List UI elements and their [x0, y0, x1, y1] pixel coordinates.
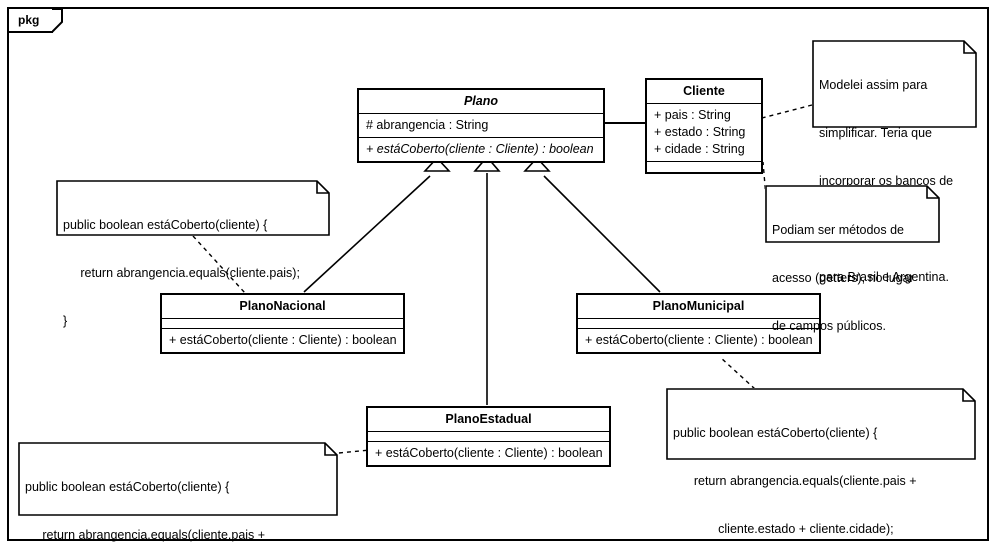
note-getters-text: Podiam ser métodos de acesso (getters), … — [765, 185, 940, 371]
note-nacional-code-text: public boolean estáCoberto(cliente) { re… — [56, 180, 330, 366]
operation: + estáCoberto(cliente : Cliente) : boole… — [375, 446, 603, 460]
class-plano-municipal[interactable]: PlanoMunicipal + estáCoberto(cliente : C… — [576, 293, 821, 354]
note-outline — [666, 388, 976, 460]
note-outline — [18, 442, 338, 516]
operation: + estáCoberto(cliente : Cliente) : boole… — [366, 142, 594, 156]
operation: + estáCoberto(cliente : Cliente) : boole… — [169, 333, 397, 347]
note-line: incorporar os bancos de — [819, 174, 954, 188]
attribute: + pais : String — [654, 108, 731, 122]
note-line: return abrangencia.equals(cliente.pais + — [25, 528, 266, 542]
package-label: pkg — [18, 13, 40, 27]
note-line: simplificar. Teria que — [819, 126, 933, 140]
note-line: para Brasil e Argentina. — [819, 270, 949, 284]
note-line: return abrangencia.equals(cliente.pais); — [63, 266, 300, 280]
note-outline — [56, 180, 330, 236]
note-outline — [765, 185, 940, 243]
note-estadual-code[interactable]: public boolean estáCoberto(cliente) { re… — [18, 442, 338, 542]
attribute: + estado : String — [654, 125, 746, 139]
note-line: return abrangencia.equals(cliente.pais + — [673, 474, 917, 488]
class-plano-estadual-operations: + estáCoberto(cliente : Cliente) : boole… — [368, 442, 609, 465]
note-line: Podiam ser métodos de — [772, 223, 905, 237]
note-municipal-code-text: public boolean estáCoberto(cliente) { re… — [666, 388, 976, 555]
class-plano-municipal-attributes — [578, 319, 819, 329]
package-tab-body — [9, 9, 53, 33]
note-line: Modelei assim para — [819, 78, 928, 92]
note-estadual-code-text: public boolean estáCoberto(cliente) { re… — [18, 442, 338, 555]
class-plano[interactable]: Plano # abrangencia : String + estáCober… — [357, 88, 605, 163]
package-tab-corner — [52, 9, 63, 33]
class-plano-estadual-name: PlanoEstadual — [368, 408, 609, 432]
class-plano-municipal-operations: + estáCoberto(cliente : Cliente) : boole… — [578, 329, 819, 352]
class-cliente-attributes: + pais : String + estado : String + cida… — [647, 104, 761, 162]
class-cliente[interactable]: Cliente + pais : String + estado : Strin… — [645, 78, 763, 174]
attribute: # abrangencia : String — [366, 118, 489, 132]
package-frame-tab: pkg — [7, 7, 63, 33]
note-line: } — [63, 314, 68, 328]
class-plano-nacional[interactable]: PlanoNacional + estáCoberto(cliente : Cl… — [160, 293, 405, 354]
class-plano-estadual-attributes — [368, 432, 609, 442]
class-plano-name: Plano — [359, 90, 603, 114]
class-plano-attributes: # abrangencia : String — [359, 114, 603, 138]
attribute: + cidade : String — [654, 142, 745, 156]
class-plano-estadual[interactable]: PlanoEstadual + estáCoberto(cliente : Cl… — [366, 406, 611, 467]
note-line: public boolean estáCoberto(cliente) { — [25, 480, 230, 494]
note-line: public boolean estáCoberto(cliente) { — [673, 426, 878, 440]
class-plano-nacional-attributes — [162, 319, 403, 329]
class-cliente-name: Cliente — [647, 80, 761, 104]
note-line: acesso (getters), no lugar — [772, 271, 914, 285]
note-getters[interactable]: Podiam ser métodos de acesso (getters), … — [765, 185, 940, 333]
note-line: public boolean estáCoberto(cliente) { — [63, 218, 268, 232]
class-plano-municipal-name: PlanoMunicipal — [578, 295, 819, 319]
operation: + estáCoberto(cliente : Cliente) : boole… — [585, 333, 813, 347]
note-line: cliente.estado + cliente.cidade); — [673, 522, 894, 536]
class-plano-nacional-name: PlanoNacional — [162, 295, 403, 319]
note-line: de campos públicos. — [772, 319, 886, 333]
class-plano-nacional-operations: + estáCoberto(cliente : Cliente) : boole… — [162, 329, 403, 352]
note-outline — [812, 40, 977, 128]
class-plano-operations: + estáCoberto(cliente : Cliente) : boole… — [359, 138, 603, 161]
note-nacional-code[interactable]: public boolean estáCoberto(cliente) { re… — [56, 180, 330, 328]
class-cliente-operations — [647, 162, 761, 172]
note-municipal-code[interactable]: public boolean estáCoberto(cliente) { re… — [666, 388, 976, 536]
note-modelagem[interactable]: Modelei assim para simplificar. Teria qu… — [812, 40, 977, 284]
